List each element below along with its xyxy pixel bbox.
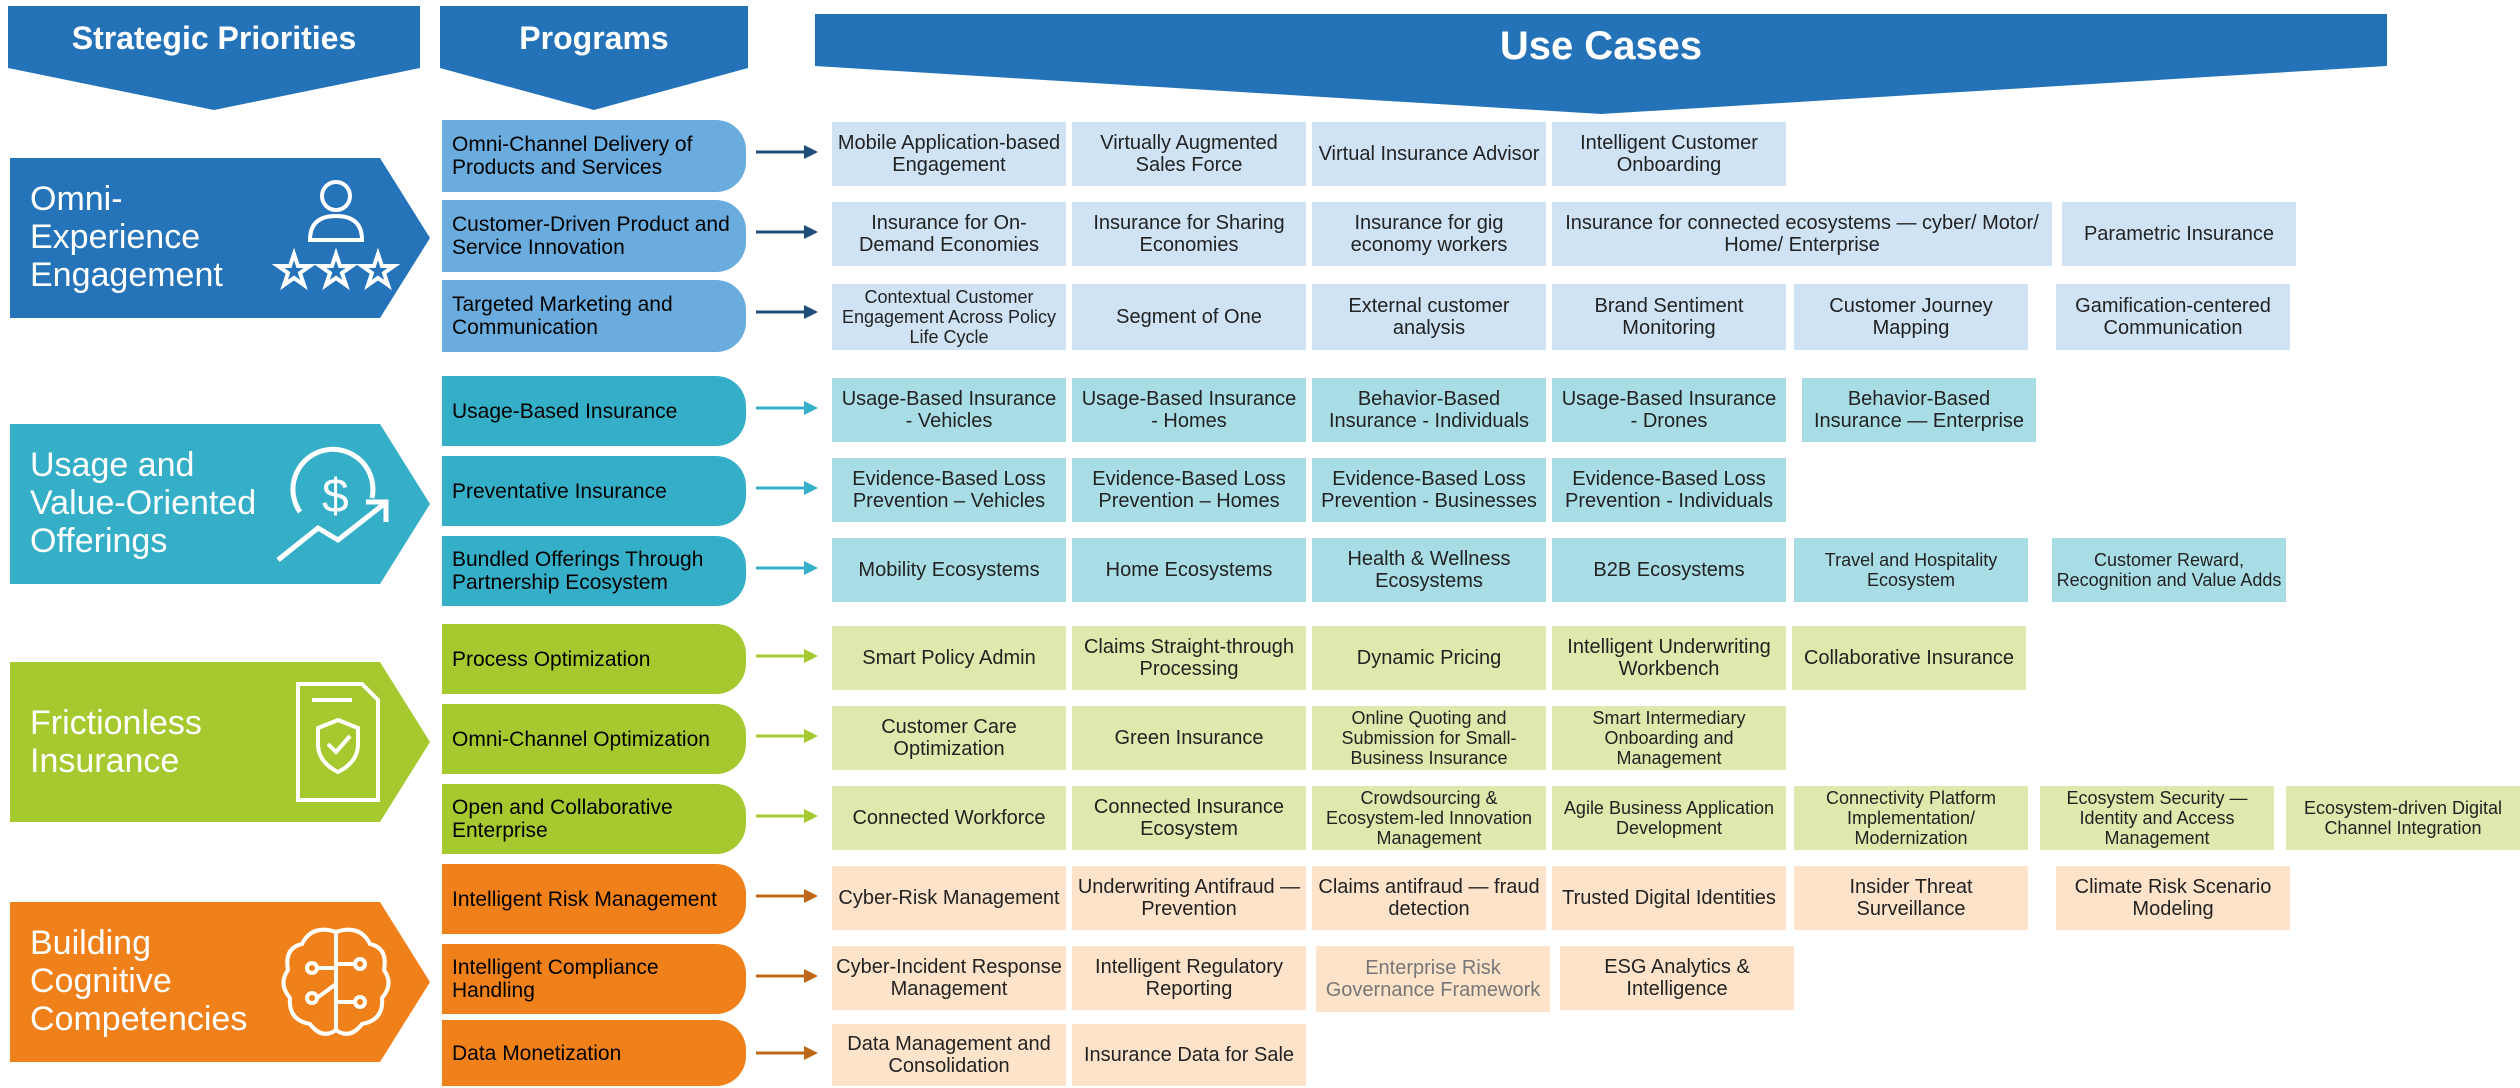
- programs-header: Programs: [440, 6, 748, 110]
- use-case: B2B Ecosystems: [1552, 538, 1786, 602]
- program-preventative-insurance: Preventative Insurance: [442, 456, 746, 526]
- use-case: Customer Reward, Recognition and Value A…: [2052, 538, 2286, 602]
- use-case: Insider Threat Surveillance: [1794, 866, 2028, 930]
- use-case: Data Management and Consolidation: [832, 1024, 1066, 1086]
- use-case: Ecosystem-driven Digital Channel Integra…: [2286, 786, 2520, 850]
- use-case: Contextual Customer Engagement Across Po…: [832, 284, 1066, 350]
- use-case: Insurance for gig economy workers: [1312, 202, 1546, 266]
- use-case: Behavior-Based Insurance — Enterprise: [1802, 378, 2036, 442]
- use-case: Health & Wellness Ecosystems: [1312, 538, 1546, 602]
- program-omni-channel-optimization: Omni-Channel Optimization: [442, 704, 746, 774]
- program-usage-based-insurance: Usage-Based Insurance: [442, 376, 746, 446]
- program-open-collaborative: Open and Collaborative Enterprise: [442, 784, 746, 854]
- program-intelligent-risk: Intelligent Risk Management: [442, 864, 746, 934]
- use-case: Evidence-Based Loss Prevention – Homes: [1072, 458, 1306, 522]
- use-case: Evidence-Based Loss Prevention – Vehicle…: [832, 458, 1066, 522]
- use-case: Collaborative Insurance: [1792, 626, 2026, 690]
- program-customer-driven-innovation: Customer-Driven Product and Service Inno…: [442, 200, 746, 272]
- arrow-icon: [756, 225, 818, 239]
- use-case: Claims Straight-through Processing: [1072, 626, 1306, 690]
- program-bundled-offerings: Bundled Offerings Through Partnership Ec…: [442, 536, 746, 606]
- use-case: Segment of One: [1072, 284, 1306, 350]
- arrow-icon: [756, 889, 818, 903]
- use-case: Parametric Insurance: [2062, 202, 2296, 266]
- use-case: Enterprise Risk Governance Framework: [1316, 946, 1550, 1012]
- arrow-icon: [756, 401, 818, 415]
- use-case: Connectivity Platform Implementation/ Mo…: [1794, 786, 2028, 850]
- use-case: Underwriting Antifraud — Prevention: [1072, 866, 1306, 930]
- priority-usage-value: Usage and Value-Oriented Offerings $: [10, 424, 430, 584]
- use-case: Intelligent Customer Onboarding: [1552, 122, 1786, 186]
- use-case: Intelligent Regulatory Reporting: [1072, 946, 1306, 1010]
- use-case: Connected Insurance Ecosystem: [1072, 786, 1306, 850]
- use-case: Climate Risk Scenario Modeling: [2056, 866, 2290, 930]
- use-case: Travel and Hospitality Ecosystem: [1794, 538, 2028, 602]
- svg-text:$: $: [322, 470, 349, 523]
- use-cases-header: Use Cases: [815, 14, 2387, 114]
- use-case: Insurance for Sharing Economies: [1072, 202, 1306, 266]
- dollar-growth-icon: $: [276, 446, 389, 562]
- arrow-icon: [756, 729, 818, 743]
- brain-circuit-icon: [281, 927, 391, 1036]
- use-case: Smart Intermediary Onboarding and Manage…: [1552, 706, 1786, 770]
- program-intelligent-compliance: Intelligent Compliance Handling: [442, 944, 746, 1014]
- use-case: Insurance for On-Demand Economies: [832, 202, 1066, 266]
- use-case: Intelligent Underwriting Workbench: [1552, 626, 1786, 690]
- use-case: Ecosystem Security — Identity and Access…: [2040, 786, 2274, 850]
- use-case: Smart Policy Admin: [832, 626, 1066, 690]
- use-case: Insurance Data for Sale: [1072, 1024, 1306, 1086]
- use-case: Connected Workforce: [832, 786, 1066, 850]
- use-case: Cyber-Incident Response Management: [832, 946, 1066, 1010]
- arrow-icon: [756, 969, 818, 983]
- use-case: Customer Care Optimization: [832, 706, 1066, 770]
- use-case: Dynamic Pricing: [1312, 626, 1546, 690]
- use-case: Customer Journey Mapping: [1794, 284, 2028, 350]
- use-case: Claims antifraud — fraud detection: [1312, 866, 1546, 930]
- use-case: Evidence-Based Loss Prevention - Individ…: [1552, 458, 1786, 522]
- program-data-monetization: Data Monetization: [442, 1020, 746, 1086]
- arrow-icon: [756, 561, 818, 575]
- arrow-icon: [756, 809, 818, 823]
- program-targeted-marketing: Targeted Marketing and Communication: [442, 280, 746, 352]
- use-case: Gamification-centered Communication: [2056, 284, 2290, 350]
- priority-omni-experience: Omni- Experience Engagement: [10, 158, 430, 318]
- program-omni-channel-delivery: Omni-Channel Delivery of Products and Se…: [442, 120, 746, 192]
- strategic-priorities-header: Strategic Priorities: [8, 6, 420, 110]
- use-case: External customer analysis: [1312, 284, 1546, 350]
- use-case: Usage-Based Insurance - Homes: [1072, 378, 1306, 442]
- use-case: Cyber-Risk Management: [832, 866, 1066, 930]
- use-case: Mobile Application-based Engagement: [832, 122, 1066, 186]
- use-case: Virtually Augmented Sales Force: [1072, 122, 1306, 186]
- use-case: Crowdsourcing & Ecosystem-led Innovation…: [1312, 786, 1546, 850]
- shield-document-icon: [296, 682, 380, 802]
- arrow-icon: [756, 481, 818, 495]
- priority-cognitive: Building Cognitive Competencies: [10, 902, 430, 1062]
- use-case: Green Insurance: [1072, 706, 1306, 770]
- use-case: Agile Business Application Development: [1552, 786, 1786, 850]
- use-case: Virtual Insurance Advisor: [1312, 122, 1546, 186]
- use-case: Usage-Based Insurance - Drones: [1552, 378, 1786, 442]
- use-case: Evidence-Based Loss Prevention - Busines…: [1312, 458, 1546, 522]
- use-case: Online Quoting and Submission for Small-…: [1312, 706, 1546, 770]
- arrow-icon: [756, 1046, 818, 1060]
- use-case: Brand Sentiment Monitoring: [1552, 284, 1786, 350]
- use-case: Insurance for connected ecosystems — cyb…: [1552, 202, 2052, 266]
- use-case: Behavior-Based Insurance - Individuals: [1312, 378, 1546, 442]
- customer-rating-icon: [272, 180, 400, 291]
- program-process-optimization: Process Optimization: [442, 624, 746, 694]
- priority-frictionless: Frictionless Insurance: [10, 662, 430, 822]
- use-case: Mobility Ecosystems: [832, 538, 1066, 602]
- use-case: Home Ecosystems: [1072, 538, 1306, 602]
- use-case: Usage-Based Insurance - Vehicles: [832, 378, 1066, 442]
- arrow-icon: [756, 649, 818, 663]
- arrow-icon: [756, 145, 818, 159]
- arrow-icon: [756, 305, 818, 319]
- use-case: ESG Analytics & Intelligence: [1560, 946, 1794, 1010]
- use-case: Trusted Digital Identities: [1552, 866, 1786, 930]
